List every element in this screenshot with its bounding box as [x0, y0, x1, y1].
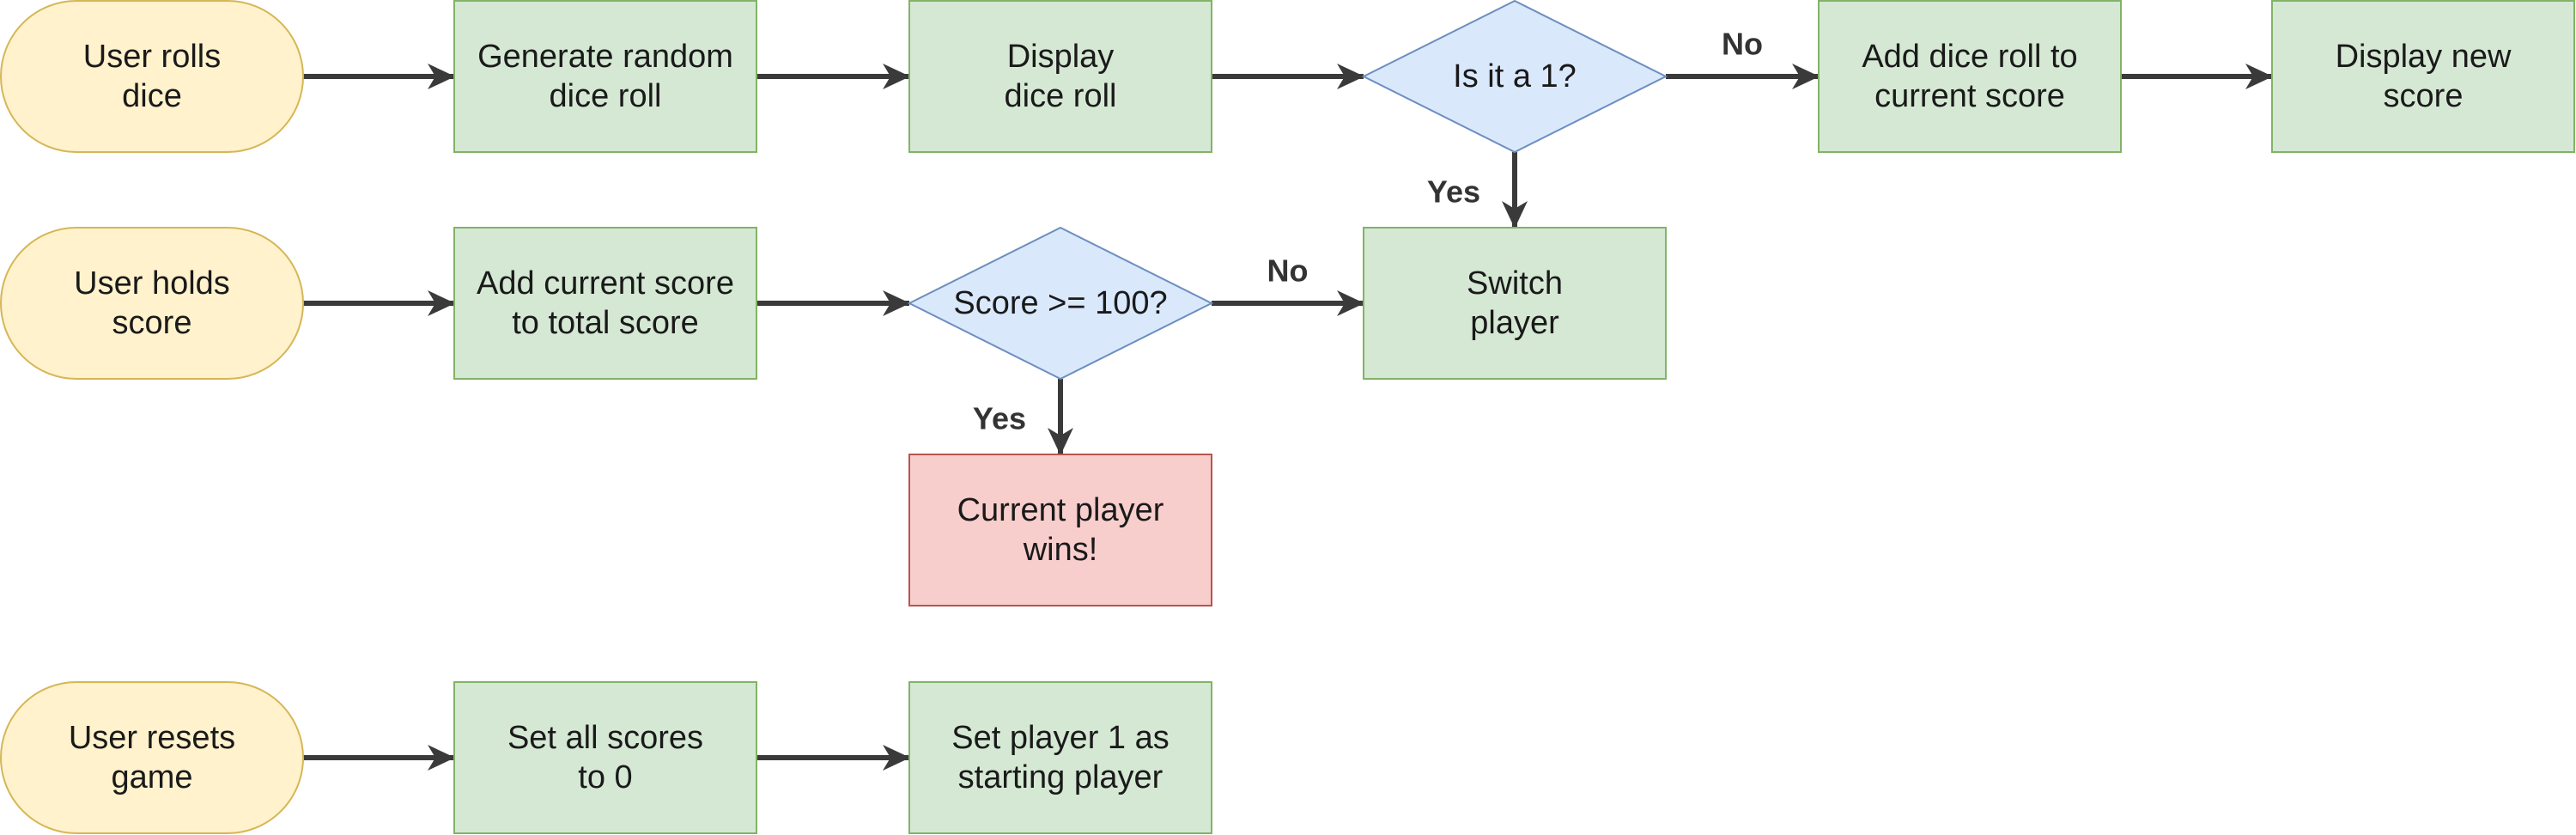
process-shape	[908, 681, 1212, 834]
terminal-shape	[0, 681, 304, 834]
process-shape	[2271, 0, 2575, 153]
node-label-line: Switch	[1467, 265, 1563, 302]
node-label-line: dice roll	[550, 78, 662, 114]
node-label-line: Current player	[957, 492, 1164, 528]
terminal-shape	[0, 227, 304, 380]
node-label-line: User holds	[74, 265, 230, 302]
node-label-line: to total score	[512, 305, 699, 341]
node-label-line: User rolls	[83, 39, 221, 75]
terminal-shape	[0, 0, 304, 153]
edge-label-yes: Yes	[973, 401, 1026, 436]
edge-label-no: No	[1722, 27, 1763, 62]
node-label-line: Set all scores	[507, 720, 703, 756]
node-label-line: Generate random	[477, 39, 733, 75]
decision-shape	[1361, 0, 1668, 154]
node-label-line: wins!	[1023, 532, 1098, 568]
decision-shape	[907, 226, 1214, 381]
process-shape	[453, 227, 757, 380]
node-label-line: current score	[1874, 78, 2065, 114]
process-shape	[1818, 0, 2122, 153]
node-score-check: Score >= 100?	[907, 226, 1214, 381]
node-label-line: Set player 1 as	[951, 720, 1169, 756]
node-label-line: Is it a 1?	[1453, 58, 1577, 94]
node-label-line: starting player	[958, 759, 1163, 795]
node-current-player-wins: Current player wins!	[908, 454, 1212, 606]
node-label-line: Add dice roll to	[1862, 39, 2077, 75]
process-shape	[453, 681, 757, 834]
node-label-line: to 0	[578, 759, 632, 795]
edge-label-no: No	[1267, 253, 1309, 289]
node-is-it-a-one: Is it a 1?	[1361, 0, 1668, 154]
node-label-line: player	[1470, 305, 1559, 341]
edge-label-yes: Yes	[1427, 174, 1480, 210]
process-shape	[453, 0, 757, 153]
node-label-line: User resets	[69, 720, 235, 756]
node-label-line: Add current score	[477, 265, 734, 302]
node-label-line: game	[111, 759, 192, 795]
node-label-line: Display	[1007, 39, 1115, 75]
node-label-line: dice	[122, 78, 182, 114]
end-shape	[908, 454, 1212, 606]
process-shape	[1363, 227, 1667, 380]
node-label-line: Display new	[2336, 39, 2512, 75]
node-label-line: Score >= 100?	[953, 285, 1167, 321]
node-label-line: dice roll	[1005, 78, 1117, 114]
edges-layer	[303, 64, 2273, 771]
process-shape	[908, 0, 1212, 153]
node-label-line: score	[2384, 78, 2464, 114]
node-label-line: score	[112, 305, 192, 341]
